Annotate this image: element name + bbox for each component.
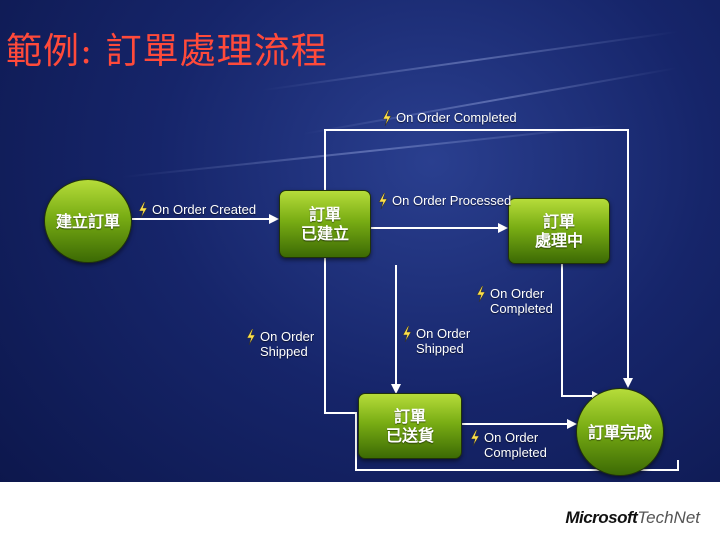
node-order-processing: 訂單 處理中 bbox=[508, 198, 610, 264]
edge-created-to-complete bbox=[324, 129, 633, 388]
footer-bar bbox=[0, 482, 720, 540]
node-label: 訂單完成 bbox=[587, 422, 652, 442]
node-label: 訂單 處理中 bbox=[534, 212, 583, 250]
lightning-bolt-icon bbox=[378, 193, 388, 209]
lightning-bolt-icon bbox=[138, 202, 148, 218]
slide-title: 範例: 訂單處理流程 bbox=[6, 31, 328, 72]
event-label: On Order Created bbox=[152, 202, 257, 217]
edge-created-to-complete-via-bottom bbox=[324, 258, 679, 471]
event-on-order-shipped-left: On Order Shipped bbox=[246, 329, 314, 359]
event-label: On Order Completed bbox=[490, 286, 553, 316]
event-label: On Order Completed bbox=[396, 110, 517, 125]
node-label: 訂單 已建立 bbox=[300, 205, 349, 243]
node-order-created: 訂單 已建立 bbox=[279, 190, 371, 258]
node-order-complete: 訂單完成 bbox=[576, 388, 664, 476]
event-on-order-shipped-mid: On Order Shipped bbox=[402, 326, 470, 356]
node-label: 訂單 已送貨 bbox=[385, 407, 434, 445]
microsoft-technet-logo: MicrosoftTechNet bbox=[565, 508, 700, 528]
event-label: On Order Shipped bbox=[416, 326, 471, 356]
node-order-shipped: 訂單 已送貨 bbox=[358, 393, 462, 459]
event-on-order-completed-mid: On Order Completed bbox=[476, 286, 553, 316]
edge-processing-to-complete bbox=[561, 262, 602, 401]
event-on-order-completed-top: On Order Completed bbox=[382, 110, 517, 126]
lightning-bolt-icon bbox=[402, 326, 412, 342]
event-on-order-processed: On Order Processed bbox=[378, 193, 511, 209]
logo-brand: Microsoft bbox=[565, 508, 638, 527]
event-label: On Order Processed bbox=[392, 193, 512, 208]
lightning-bolt-icon bbox=[476, 286, 486, 302]
logo-product: TechNet bbox=[637, 508, 700, 527]
event-on-order-completed-bottom: On Order Completed bbox=[470, 430, 547, 460]
event-on-order-created: On Order Created bbox=[138, 202, 256, 218]
lightning-bolt-icon bbox=[246, 329, 256, 345]
node-create-order: 建立訂單 bbox=[44, 179, 132, 263]
node-label: 建立訂單 bbox=[55, 211, 120, 231]
lightning-bolt-icon bbox=[382, 110, 392, 126]
event-label: On Order Completed bbox=[484, 430, 547, 460]
lightning-bolt-icon bbox=[470, 430, 480, 446]
event-label: On Order Shipped bbox=[260, 329, 315, 359]
